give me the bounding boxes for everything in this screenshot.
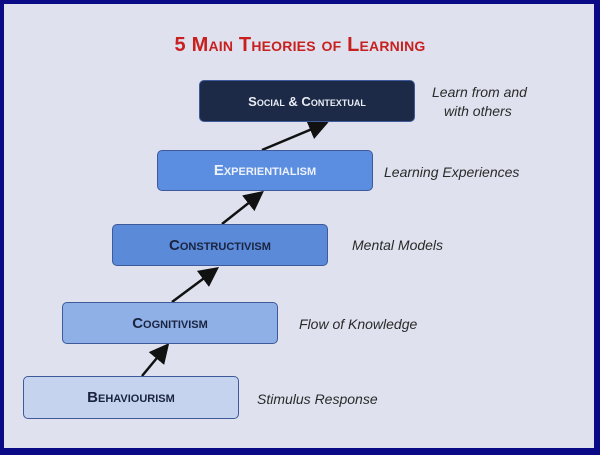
arrow-cognitivism-to-constructivism (171, 267, 220, 304)
desc-cognitivism: Flow of Knowledge (299, 316, 418, 332)
arrow-constructivism-to-experientialism (221, 190, 264, 225)
slide-title: 5 Main Theories of Learning (174, 34, 426, 56)
desc-constructivism: Mental Models (352, 237, 444, 253)
box-cognitivism: Cognitivism (62, 302, 278, 344)
box-social-contextual: Social & Contextual (199, 80, 415, 122)
desc-experientialism: Learning Experiences (384, 164, 520, 180)
box-constructivism: Constructivism (112, 224, 328, 266)
box-behaviourism: Behaviourism (23, 376, 239, 419)
box-experientialism: Experientialism (157, 150, 373, 191)
desc-social-line2: with others (444, 103, 512, 119)
desc-behaviourism: Stimulus Response (257, 391, 378, 407)
arrow-experientialism-to-social (261, 120, 329, 152)
desc-social-line1: Learn from and (432, 84, 527, 100)
arrow-behaviourism-to-cognitivism (141, 343, 170, 377)
